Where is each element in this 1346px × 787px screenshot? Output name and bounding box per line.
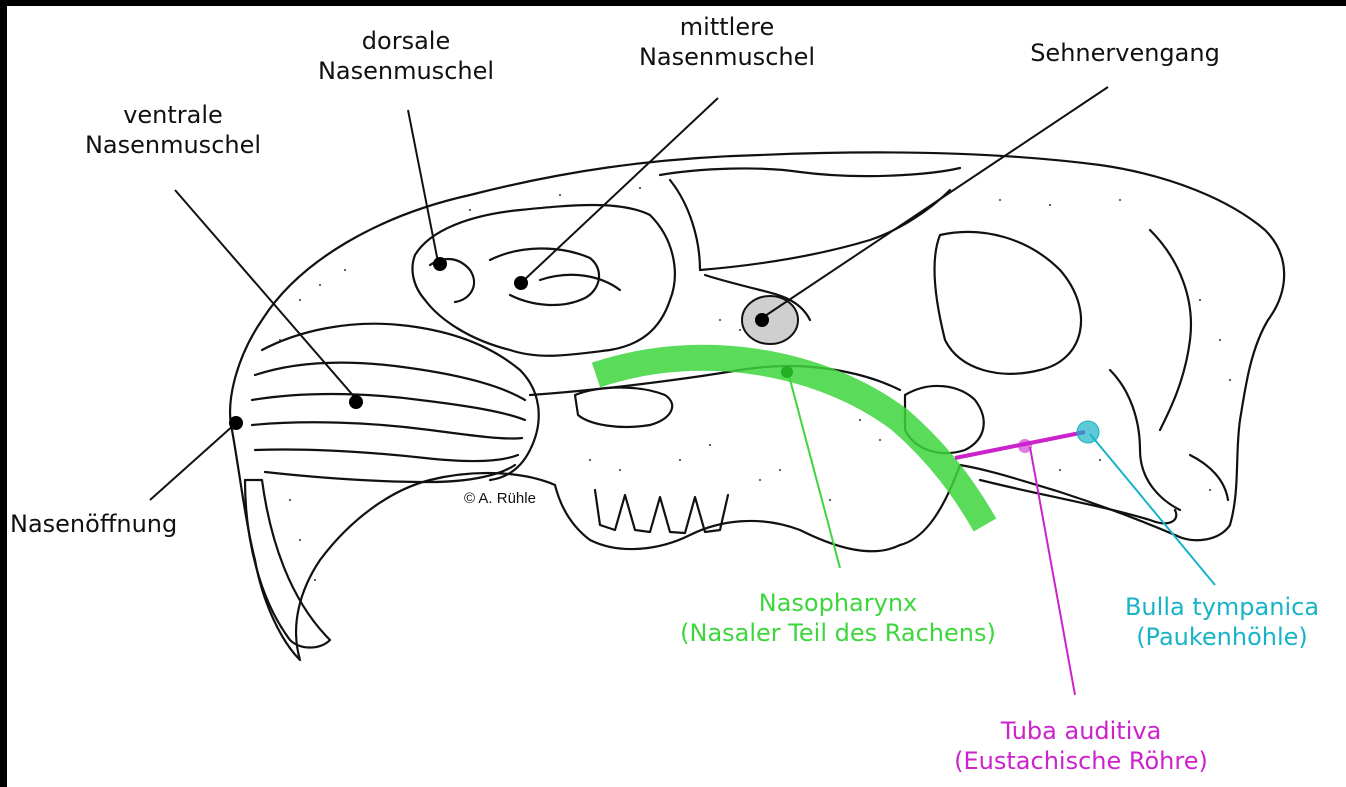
dorsale-dot [433,257,447,271]
label-ventrale-nasenmuschel: ventrale Nasenmuschel [58,100,288,160]
middle-turbinate-curl [490,248,599,305]
mittlere-leader [522,98,718,282]
sehnerv-dot [755,313,769,327]
zygomatic-arch [575,388,672,427]
label-ventrale-line2: Nasenmuschel [58,130,288,160]
label-sehnervengang: Sehnervengang [990,38,1260,68]
ventral-scroll-3 [252,394,525,420]
label-dorsale-nasenmuschel: dorsale Nasenmuschel [296,26,516,86]
label-mittlere-nasenmuschel: mittlere Nasenmuschel [612,12,842,72]
label-bulla-line1: Bulla tympanica [1098,592,1346,622]
vault-suture-4 [1150,230,1191,430]
skull-outline [230,152,1284,660]
vault-suture-1 [660,168,960,176]
nasopharynx-leader [788,372,840,568]
ventrale-dot [349,395,363,409]
nasal-chamber [412,205,674,356]
ventral-scroll-4 [252,422,522,438]
label-mittlere-line1: mittlere [612,12,842,42]
nasenoeffnung-leader [150,424,235,500]
label-ventrale-line1: ventrale [58,100,288,130]
vault-suture-5 [1110,370,1180,510]
label-tuba-line1: Tuba auditiva [906,716,1256,746]
label-nasenoeffnung: Nasenöffnung [10,509,232,539]
nasopharynx-dot [781,366,793,378]
label-dorsale-line1: dorsale [296,26,516,56]
ventrale-leader [175,190,357,400]
label-nasopharynx: Nasopharynx (Nasaler Teil des Rachens) [632,588,1044,648]
occipital-condyle [1190,455,1228,500]
label-bulla-tympanica: Bulla tympanica (Paukenhöhle) [1098,592,1346,652]
mittlere-dot [514,276,528,290]
ventral-scroll-1 [262,324,520,370]
ventral-scroll-5 [255,449,518,461]
label-nasopharynx-line1: Nasopharynx [632,588,1044,618]
vault-suture-2 [935,232,1081,374]
optic-canal-marker [742,296,798,344]
label-nasopharynx-line2: (Nasaler Teil des Rachens) [632,618,1044,648]
nasenoeffnung-dot [229,416,243,430]
dorsale-leader [408,110,438,262]
label-tuba-auditiva: Tuba auditiva (Eustachische Röhre) [906,716,1256,776]
vault-suture-3 [670,180,950,270]
middle-turbinate-curl-2 [540,275,620,290]
label-dorsale-line2: Nasenmuschel [296,56,516,86]
label-mittlere-line2: Nasenmuschel [612,42,842,72]
tuba-leader [1030,447,1075,695]
label-bulla-line2: (Paukenhöhle) [1098,622,1346,652]
copyright-notice: © A. Rühle [464,490,536,507]
label-tuba-line2: (Eustachische Röhre) [906,746,1256,776]
